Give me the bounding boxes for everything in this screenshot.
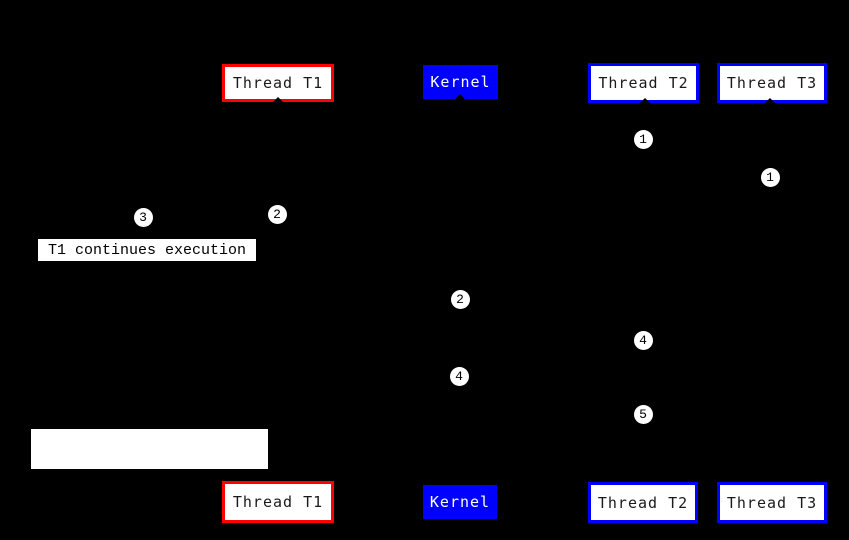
lifeline-thread-t3: [770, 103, 771, 481]
participant-kernel-bottom: Kernel: [423, 485, 497, 519]
note-t1-continues-execution: T1 continues execution: [37, 238, 257, 262]
lifeline-thread-t1: [278, 103, 279, 481]
participant-thread-t3-bottom: Thread T3: [717, 482, 827, 523]
sequence-marker: 2: [450, 289, 470, 309]
participant-kernel-top: Kernel: [423, 65, 498, 99]
blank-note-box: [31, 429, 268, 469]
participant-thread-t1-bottom: Thread T1: [222, 481, 334, 523]
arrowhead-icon: [273, 97, 283, 102]
sequence-marker: 3: [133, 207, 153, 227]
participant-thread-t2-bottom: Thread T2: [588, 482, 698, 523]
sequence-marker: 4: [633, 330, 653, 350]
participant-thread-t2-top: Thread T2: [588, 63, 699, 103]
participant-thread-t3-top: Thread T3: [717, 63, 827, 103]
sequence-marker: 1: [633, 129, 653, 149]
sequence-marker: 2: [267, 204, 287, 224]
lifeline-thread-t2: [643, 103, 644, 481]
sequence-marker: 5: [633, 404, 653, 424]
participant-thread-t1-top: Thread T1: [222, 64, 334, 102]
arrowhead-icon: [455, 94, 465, 99]
sequence-marker: 4: [449, 366, 469, 386]
arrowhead-icon: [640, 98, 650, 103]
sequence-marker: 1: [760, 167, 780, 187]
arrowhead-icon: [765, 98, 775, 103]
